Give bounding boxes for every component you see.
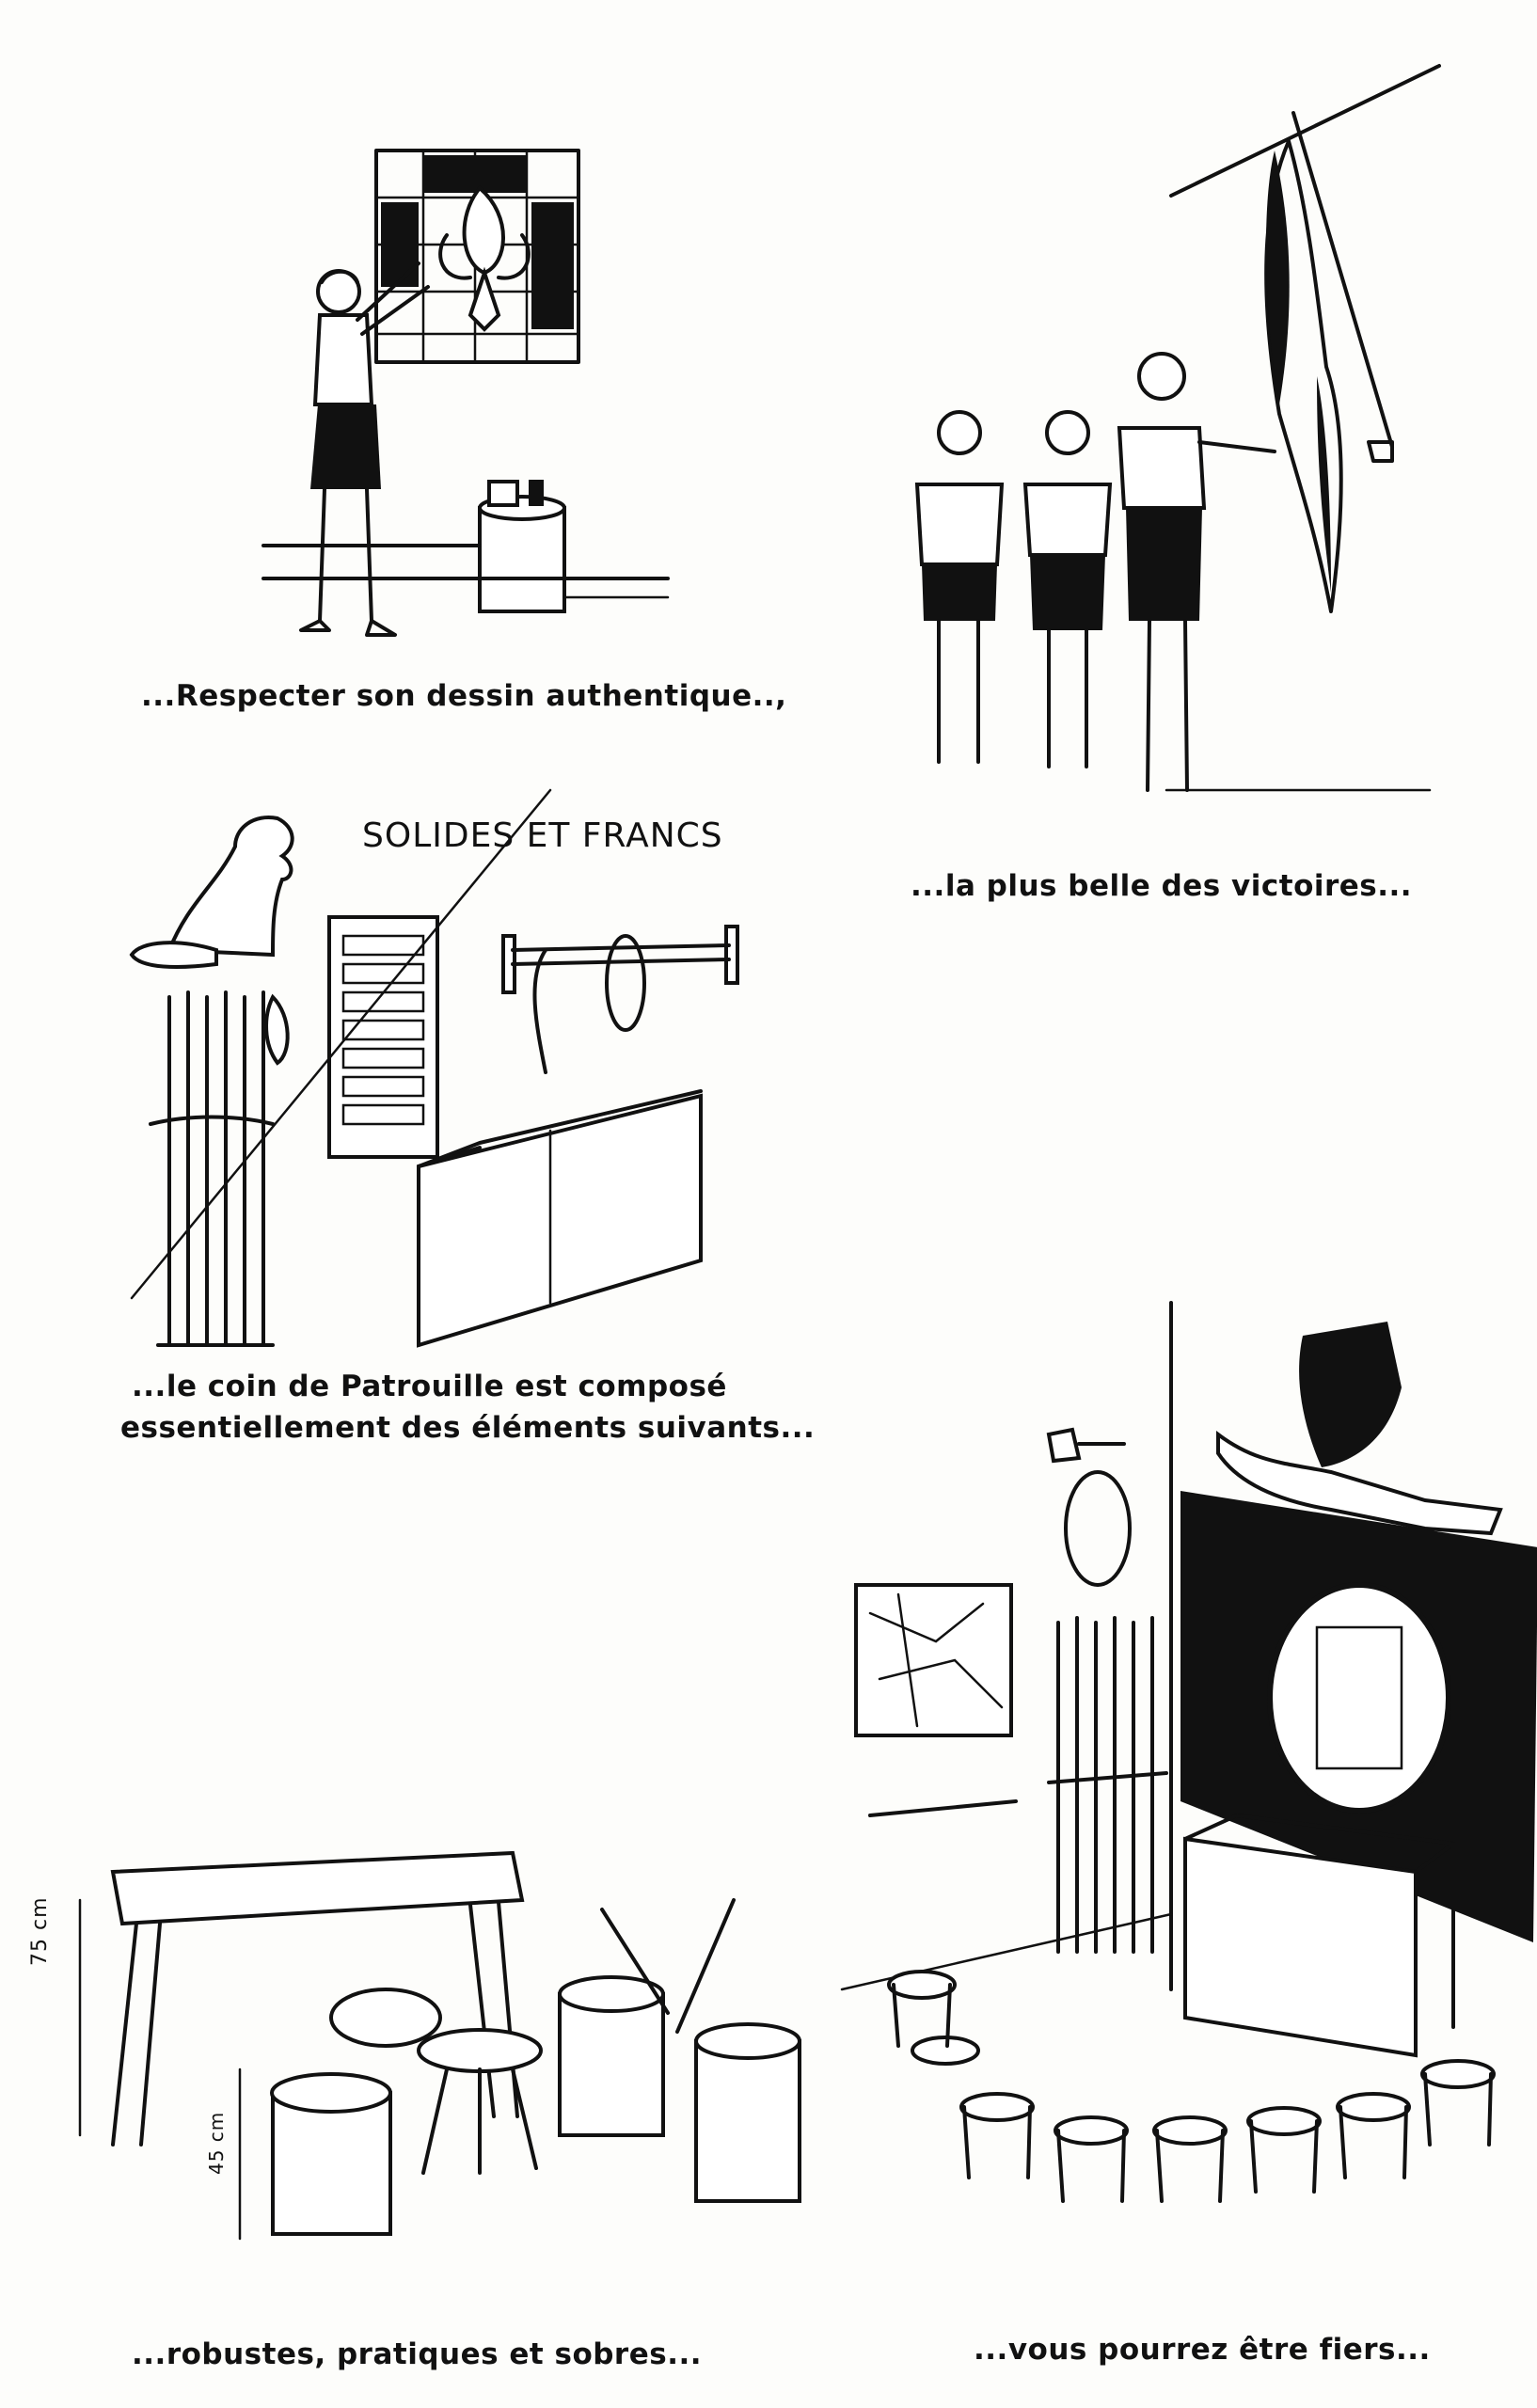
illustration-painting-emblem (261, 149, 670, 637)
dimension-stool: 45 cm (205, 2111, 228, 2175)
caption-panel1: ...Respecter son dessin authentique.., (141, 679, 787, 713)
caption-panel3-line1: ...le coin de Patrouille est composé (132, 1370, 727, 1403)
caption-panel4: ...robustes, pratiques et sobres... (132, 2337, 703, 2371)
illustration-furniture (78, 1850, 801, 2241)
illustration-complete-corner (840, 1301, 1537, 2203)
illustration-patrol-corner (129, 788, 739, 1348)
dimension-table: 75 cm (28, 1896, 52, 1966)
caption-panel5: ...vous pourrez être fiers... (974, 2333, 1431, 2367)
caption-panel3-line2: essentiellement des éléments suivants... (120, 1411, 816, 1445)
illustration-flag-salute (914, 64, 1441, 792)
patrol-motto: SOLIDES ET FRANCS (362, 816, 723, 855)
caption-panel2: ...la plus belle des victoires... (911, 869, 1413, 903)
